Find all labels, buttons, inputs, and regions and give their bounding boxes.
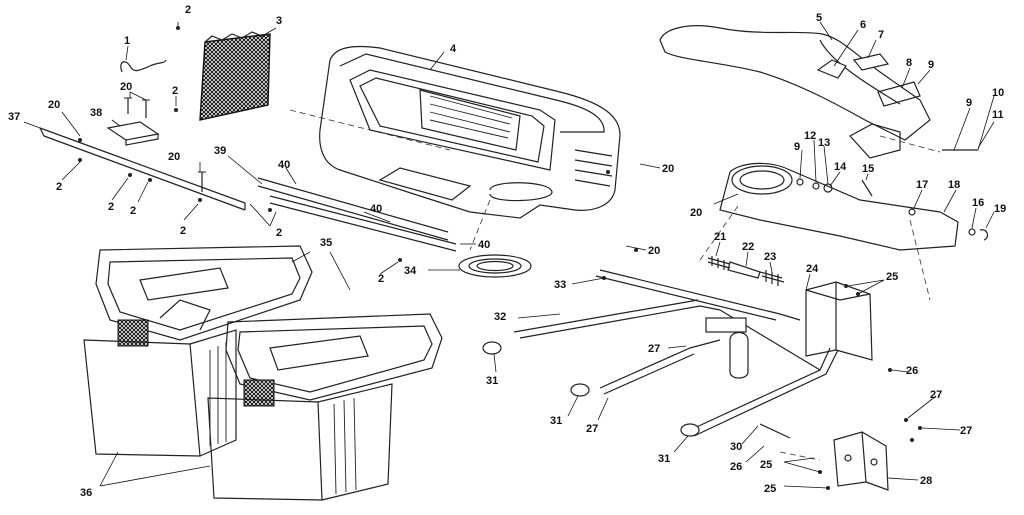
callout: 15 xyxy=(862,163,874,175)
callout: 8 xyxy=(906,57,912,69)
callout: 2 xyxy=(108,201,114,213)
callout: 27 xyxy=(586,423,598,435)
dash-lines-right xyxy=(699,135,941,461)
callout: 2 xyxy=(276,227,282,239)
screen-panel xyxy=(199,31,271,121)
callout: 2 xyxy=(130,205,136,217)
callout: 5 xyxy=(816,12,822,24)
callout: 10 xyxy=(992,87,1004,99)
callout: 9 xyxy=(928,59,934,71)
callout: 34 xyxy=(404,265,417,277)
mount-bracket-lower xyxy=(833,431,889,491)
callout: 6 xyxy=(860,19,866,31)
callout: 20 xyxy=(120,81,132,93)
bag-top-right xyxy=(225,313,443,407)
callout: 20 xyxy=(662,163,674,175)
callout: 2 xyxy=(56,181,62,193)
callout: 27 xyxy=(648,343,660,355)
callout: 20 xyxy=(690,207,702,219)
callout: 39 xyxy=(214,145,226,157)
leader-lines xyxy=(23,21,995,489)
callout: 26 xyxy=(906,365,918,377)
callout: 25 xyxy=(764,483,776,495)
callout: 16 xyxy=(972,197,984,209)
callout: 28 xyxy=(920,475,932,487)
callout: 4 xyxy=(450,43,457,55)
chute-bottom xyxy=(719,162,959,251)
callout-labels: 2 3 1 20 38 20 37 2 2 2 2 20 2 39 40 2 4… xyxy=(8,4,1006,499)
bag-bottom-left xyxy=(83,329,237,457)
callout: 31 xyxy=(486,375,498,387)
callout: 31 xyxy=(550,415,562,427)
mount-bracket-upper xyxy=(805,281,873,361)
callout: 30 xyxy=(730,441,742,453)
callout: 25 xyxy=(886,271,898,283)
support-rod xyxy=(39,127,246,211)
callout: 7 xyxy=(878,29,884,41)
callout: 20 xyxy=(48,99,60,111)
callout: 33 xyxy=(554,279,566,291)
callout: 13 xyxy=(818,137,830,149)
callout: 14 xyxy=(834,161,847,173)
callout: 35 xyxy=(320,237,332,249)
catcher-cover xyxy=(319,45,621,251)
callout: 3 xyxy=(276,15,282,27)
callout: 20 xyxy=(168,151,180,163)
callout: 23 xyxy=(764,251,776,263)
callout: 40 xyxy=(278,159,290,171)
rod-bracket xyxy=(106,121,160,146)
callout: 9 xyxy=(966,97,972,109)
adapter-ring xyxy=(458,254,532,278)
bag-bottom-right xyxy=(207,383,393,501)
callout: 21 xyxy=(714,231,726,243)
spring-wire xyxy=(120,59,167,73)
callout: 18 xyxy=(948,179,960,191)
callout: 2 xyxy=(180,225,186,237)
callout: 22 xyxy=(742,241,754,253)
callout: 26 xyxy=(730,461,742,473)
callout: 24 xyxy=(806,263,819,275)
callout: 40 xyxy=(478,239,490,251)
callout: 37 xyxy=(8,111,20,123)
spring-assembly xyxy=(707,256,785,286)
callout: 2 xyxy=(378,273,384,285)
chute-pins xyxy=(796,149,989,241)
callout: 36 xyxy=(80,487,92,499)
callout: 20 xyxy=(648,245,660,257)
callout: 9 xyxy=(794,141,800,153)
bolts-right xyxy=(602,170,922,490)
chute-top xyxy=(659,25,931,159)
bag-frame-bars xyxy=(257,109,457,252)
callout: 38 xyxy=(90,107,102,119)
callout: 25 xyxy=(760,459,772,471)
callout: 40 xyxy=(370,203,382,215)
screws xyxy=(78,26,402,262)
callout: 31 xyxy=(658,453,670,465)
bag-top-left xyxy=(95,245,313,347)
callout: 1 xyxy=(124,35,130,47)
frame-tubes xyxy=(482,269,839,437)
callout: 2 xyxy=(172,85,178,97)
callout: 32 xyxy=(494,311,506,323)
callout: 12 xyxy=(804,130,816,142)
callout: 27 xyxy=(930,389,942,401)
callout: 11 xyxy=(992,109,1004,121)
callout: 17 xyxy=(916,179,928,191)
callout: 19 xyxy=(994,203,1006,215)
callout: 2 xyxy=(185,4,191,16)
callout: 27 xyxy=(960,425,972,437)
